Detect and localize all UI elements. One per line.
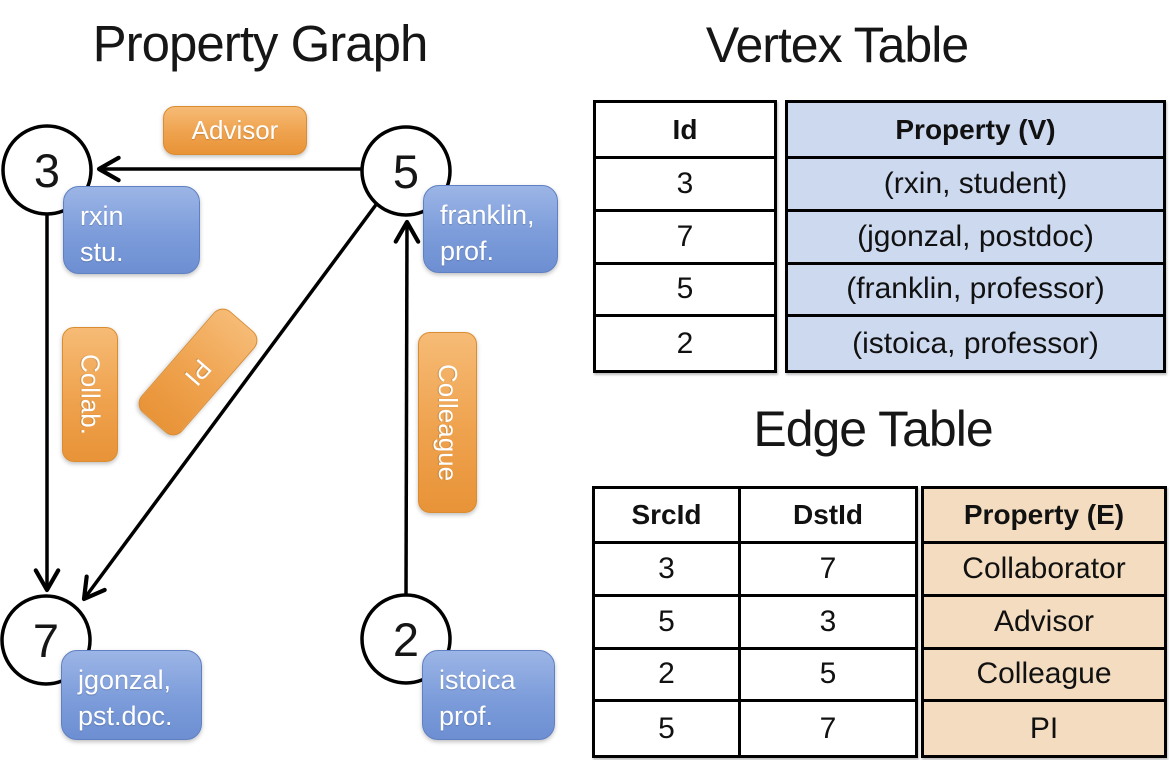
edge-label-advisor: Advisor	[163, 106, 307, 155]
vertex-property-box-7: jgonzal, pst.doc.	[61, 650, 202, 740]
vertex-table-cell-id: 5	[596, 265, 774, 318]
vertex-property-5-line1: franklin,	[440, 200, 535, 230]
edge-table-cell-srcid: 2	[595, 649, 741, 703]
vertex-property-7-line1: jgonzal,	[78, 665, 172, 695]
vertex-property-2-line1: istoica	[439, 665, 516, 695]
vertex-id-2: 2	[393, 613, 419, 666]
edge-table-cell-property: Advisor	[924, 597, 1164, 650]
edge-label-collab-text: Collab.	[75, 354, 106, 435]
vertex-table-property-column: Property (V) (rxin, student) (jgonzal, p…	[785, 100, 1166, 373]
vertex-property-3-line2: stu.	[80, 236, 124, 267]
vertex-table-cell-id: 7	[596, 212, 774, 265]
vertex-property-3-line1: rxin	[80, 201, 124, 231]
vertex-table-cell-property: (franklin, professor)	[788, 265, 1163, 318]
edge-table-cell-dstid: 7	[819, 711, 837, 745]
edge-pi-5-to-7	[81, 200, 380, 602]
vertex-property-2-line2: prof.	[439, 700, 494, 731]
edge-table-header-property: Property (E)	[924, 489, 1164, 544]
edge-table-header-srcid: SrcId	[595, 489, 741, 544]
edge-label-colleague: Colleague	[418, 332, 477, 513]
edge-label-colleague-text: Colleague	[433, 363, 463, 482]
edge-table-header-dstid: DstId	[741, 489, 915, 544]
edge-table-property-column: Property (E) Collaborator Advisor Collea…	[921, 486, 1167, 758]
vertex-table-cell-id: 3	[596, 159, 774, 212]
edge-table-cell-property: PI	[1029, 711, 1059, 745]
edge-table-cell-dstid: 3	[741, 597, 915, 650]
vertex-table-cell-property: (jgonzal, postdoc)	[788, 212, 1163, 265]
edge-table-cell-property: Collaborator	[924, 544, 1164, 597]
vertex-table-cell-id: 2	[676, 326, 694, 360]
vertex-table-header-id: Id	[596, 103, 774, 159]
edge-table-cell-srcid: 5	[595, 702, 741, 755]
vertex-table-header-property: Property (V)	[788, 103, 1163, 159]
vertex-property-box-5: franklin, prof.	[423, 185, 558, 273]
edge-colleague-2-to-5	[393, 219, 421, 597]
vertex-table-cell-property: (rxin, student)	[788, 159, 1163, 212]
edge-label-advisor-text: Advisor	[191, 115, 279, 145]
vertex-id-7: 7	[33, 614, 59, 667]
vertex-property-5-line2: prof.	[440, 235, 495, 266]
edge-table-cell-srcid: 5	[595, 596, 741, 650]
vertex-table-cell-property: (istoica, professor)	[852, 326, 1099, 360]
edge-table-id-columns: SrcId DstId 3 7 5 3 2 5 5 7	[592, 486, 918, 758]
edge-table-cell-srcid: 3	[595, 544, 741, 597]
edge-table-cell-dstid: 7	[741, 544, 915, 597]
property-graph-title: Property Graph	[92, 15, 429, 72]
vertex-table-id-column: Id 3 7 5 2	[593, 100, 777, 373]
vertex-property-7-line2: pst.doc.	[78, 700, 173, 731]
edge-table-title: Edge Table	[753, 401, 993, 457]
edge-table-cell-property: Colleague	[924, 650, 1164, 703]
vertex-id-3: 3	[34, 144, 60, 197]
vertex-property-box-2: istoica prof.	[422, 650, 555, 740]
vertex-id-5: 5	[393, 145, 419, 198]
edge-table-cell-dstid: 5	[741, 650, 915, 703]
vertex-property-box-3: rxin stu.	[63, 186, 200, 274]
vertex-table-title: Vertex Table	[705, 17, 969, 73]
edge-label-pi-text: PI	[178, 353, 218, 392]
edge-label-collab: Collab.	[62, 327, 118, 462]
